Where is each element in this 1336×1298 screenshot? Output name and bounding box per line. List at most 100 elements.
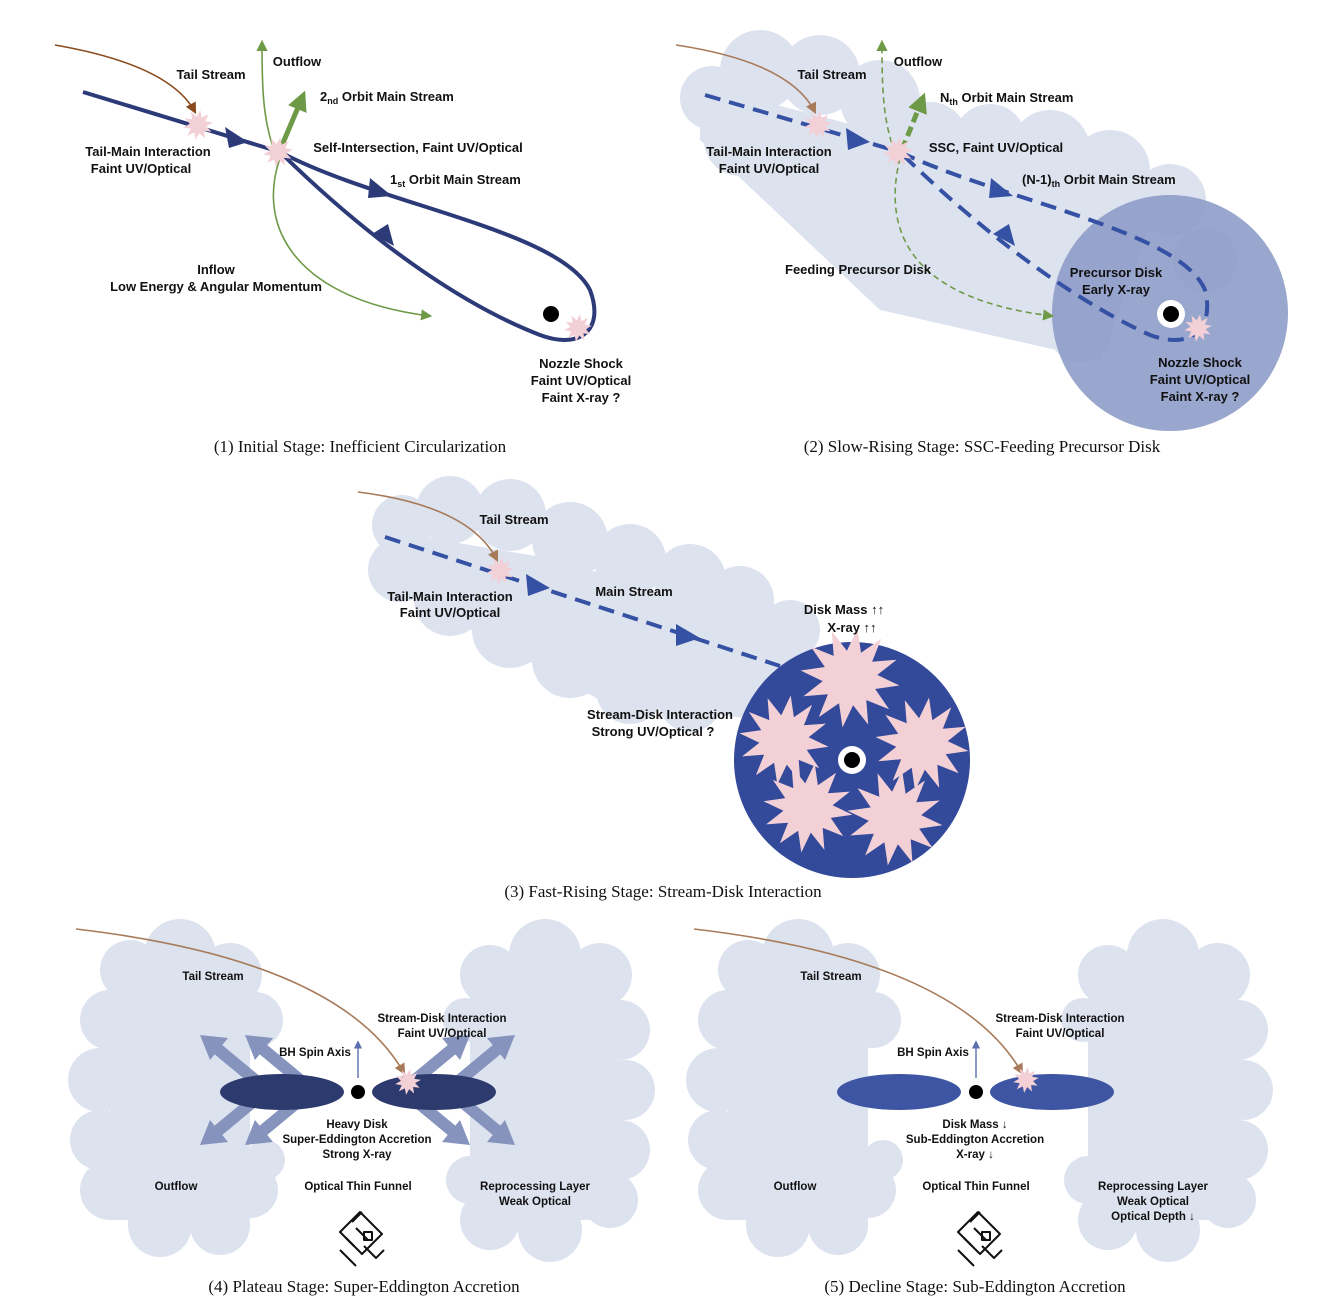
label-nozzle-1: Nozzle Shock (1158, 355, 1243, 370)
label-precursor-2: Early X-ray (1082, 282, 1151, 297)
label-tail-main-2: Faint UV/Optical (719, 161, 819, 176)
label-outflow: Outflow (155, 1181, 198, 1193)
label-tail-main-2: Faint UV/Optical (91, 161, 191, 176)
label-first-orbit: 1st Orbit Main Stream (390, 172, 521, 189)
tail-stream-curve (54, 44, 197, 114)
label-stream-disk-1: Stream-Disk Interaction (587, 707, 733, 722)
label-ssc: SSC, Faint UV/Optical (929, 140, 1063, 155)
label-outflow: Outflow (894, 54, 943, 69)
main-stream-dashed (384, 535, 781, 668)
label-tail-stream: Tail Stream (479, 512, 548, 527)
shock-star (875, 697, 969, 791)
label-reprocessing-1: Reprocessing Layer (1098, 1181, 1208, 1193)
label-main-stream: Main Stream (595, 584, 672, 599)
shock-star (800, 628, 900, 728)
black-hole (351, 1085, 365, 1099)
label-tail-stream: Tail Stream (176, 67, 245, 82)
label-reprocessing-2: Weak Optical (1117, 1196, 1189, 1208)
shock-star (804, 111, 832, 139)
stream-arrowhead (989, 178, 1013, 198)
shock-star (739, 695, 829, 785)
label-tail-main-1: Tail-Main Interaction (85, 144, 210, 159)
label-disk-3: X-ray ↓ (956, 1149, 994, 1161)
label-second-orbit: 2nd Orbit Main Stream (320, 89, 454, 106)
black-hole (844, 752, 860, 768)
label-precursor-1: Precursor Disk (1070, 265, 1163, 280)
label-reprocessing-1: Reprocessing Layer (480, 1181, 590, 1193)
caption-panel-4: (4) Plateau Stage: Super-Eddington Accre… (208, 1277, 520, 1296)
label-n1-orbit: (N-1)th Orbit Main Stream (1022, 172, 1176, 189)
label-nozzle-2: Faint UV/Optical (531, 373, 631, 388)
tail-stream-curve (75, 928, 406, 1075)
label-reprocessing-3: Optical Depth ↓ (1111, 1211, 1195, 1223)
label-tail-stream: Tail Stream (182, 971, 243, 983)
label-self-intersection: Self-Intersection, Faint UV/Optical (313, 140, 522, 155)
stream-arrowhead (372, 224, 394, 246)
label-inflow-1: Inflow (197, 262, 235, 277)
label-disk-1: Disk Mass ↓ (942, 1119, 1007, 1131)
panel-4: Tail Stream Stream-Disk Interaction Fain… (68, 919, 655, 1296)
second-orbit-arrow (277, 90, 307, 151)
panel-1: Tail Stream Outflow 2nd Orbit Main Strea… (54, 39, 631, 456)
shock-star (183, 110, 213, 140)
main-stream-dashed (704, 93, 901, 154)
label-tail-main-2: Faint UV/Optical (400, 605, 500, 620)
label-disk-mass: Disk Mass ↑↑ (804, 602, 884, 617)
shock-star (763, 763, 853, 853)
label-tail-stream: Tail Stream (797, 67, 866, 82)
label-nozzle-1: Nozzle Shock (539, 356, 624, 371)
main-stream-incoming (82, 90, 281, 154)
shock-star (395, 1069, 421, 1095)
outflow-arrow-dashed (876, 39, 896, 153)
shock-star (564, 314, 592, 342)
telescope-icon (957, 1211, 1003, 1267)
label-outflow: Outflow (774, 1181, 817, 1193)
label-stream-disk-1: Stream-Disk Interaction (995, 1013, 1124, 1025)
label-reprocessing-2: Weak Optical (499, 1196, 571, 1208)
label-funnel: Optical Thin Funnel (922, 1181, 1029, 1193)
label-stream-disk-2: Strong UV/Optical ? (592, 724, 715, 739)
label-xray: X-ray ↑↑ (827, 620, 876, 635)
tail-stream-curve (675, 44, 817, 115)
stream-arrowhead (225, 127, 248, 148)
label-bh-spin: BH Spin Axis (897, 1047, 969, 1059)
label-disk-3: Strong X-ray (322, 1149, 392, 1161)
shock-star (883, 137, 913, 167)
label-nozzle-2: Faint UV/Optical (1150, 372, 1250, 387)
label-disk-1: Heavy Disk (326, 1119, 388, 1131)
label-tail-main-1: Tail-Main Interaction (706, 144, 831, 159)
stream-arrowhead (368, 178, 392, 198)
panel-3: Tail Stream Tail-Main Interaction Faint … (357, 476, 970, 901)
label-disk-2: Super-Eddington Accretion (282, 1134, 431, 1146)
caption-panel-5: (5) Decline Stage: Sub-Eddington Accreti… (824, 1277, 1126, 1296)
outflow-arrow (256, 39, 276, 153)
telescope-icon (339, 1211, 385, 1267)
stream-arrowhead (526, 574, 550, 596)
label-stream-disk-1: Stream-Disk Interaction (377, 1013, 506, 1025)
heavy-disk-left (220, 1074, 344, 1110)
label-tail-main-1: Tail-Main Interaction (387, 589, 512, 604)
label-stream-disk-2: Faint UV/Optical (398, 1028, 487, 1040)
stream-arrowhead (846, 128, 870, 150)
label-disk-2: Sub-Eddington Accretion (906, 1134, 1044, 1146)
shock-star (1184, 314, 1212, 342)
tail-stream-curve (693, 928, 1024, 1075)
label-feeding: Feeding Precursor Disk (785, 262, 932, 277)
stream-arrowhead (993, 224, 1015, 246)
orbit-loop (278, 150, 597, 342)
light-disk-left (837, 1074, 961, 1110)
caption-panel-3: (3) Fast-Rising Stage: Stream-Disk Inter… (504, 882, 822, 901)
black-hole (969, 1085, 983, 1099)
caption-panel-2: (2) Slow-Rising Stage: SSC-Feeding Precu… (804, 437, 1161, 456)
panel-5: Tail Stream Stream-Disk Interaction Fain… (686, 919, 1273, 1296)
cloud (368, 476, 820, 732)
label-funnel: Optical Thin Funnel (304, 1181, 411, 1193)
panel-2: Tail Stream Outflow Nth Orbit Main Strea… (675, 30, 1288, 456)
label-stream-disk-2: Faint UV/Optical (1016, 1028, 1105, 1040)
heavy-disk-right (372, 1074, 496, 1110)
shock-star (847, 770, 943, 866)
stream-arrowhead (676, 624, 700, 646)
caption-panel-1: (1) Initial Stage: Inefficient Circulari… (214, 437, 507, 456)
black-hole (1163, 306, 1179, 322)
